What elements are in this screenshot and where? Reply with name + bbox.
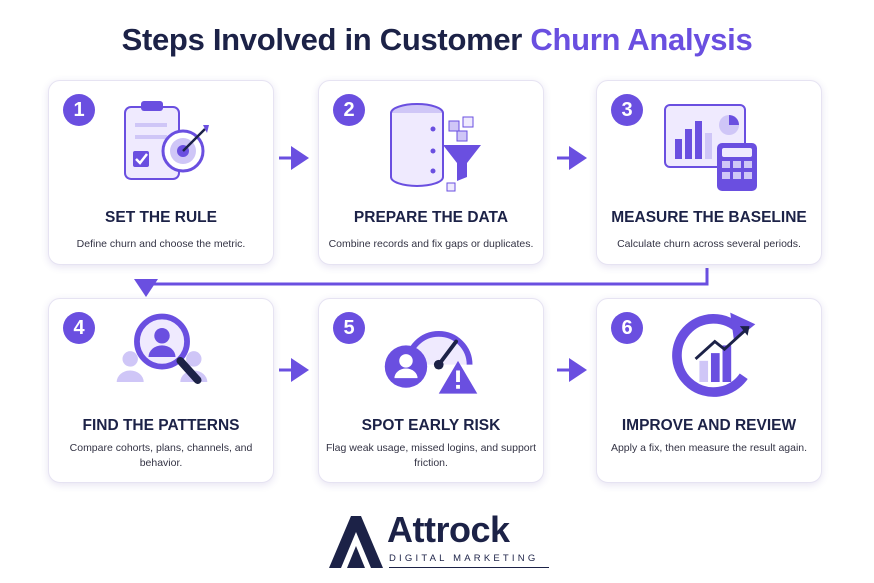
step-title: SPOT EARLY RISK bbox=[361, 417, 501, 434]
title-accent: Churn Analysis bbox=[530, 22, 753, 57]
step-description: Define churn and choose the metric. bbox=[76, 238, 246, 250]
step-number-badge: 6 bbox=[611, 312, 643, 344]
logo-tagline: DIGITAL MARKETING bbox=[389, 553, 539, 564]
step-card-3: 3 MEASURE THE BASELINE Calculate churn a… bbox=[596, 80, 822, 265]
step-card-1: 1 SET THE RULE Define churn and choose t… bbox=[48, 80, 274, 265]
logo-underline bbox=[389, 567, 549, 568]
step-number-badge: 2 bbox=[333, 94, 365, 126]
database-funnel-icon bbox=[390, 103, 481, 192]
step-card-6: 6 IMPROVE AND REVIEW Apply a fix, then m… bbox=[596, 298, 822, 483]
dashboard-calculator-icon bbox=[664, 104, 757, 191]
arrow-3-4 bbox=[134, 268, 709, 297]
checklist-target-icon bbox=[124, 101, 209, 180]
step-description: Compare cohorts, plans, channels, and be… bbox=[69, 442, 253, 469]
logo-wordmark: Attrock bbox=[387, 509, 510, 550]
step-number-badge: 3 bbox=[611, 94, 643, 126]
magnifier-users-icon bbox=[116, 313, 208, 384]
step-title: MEASURE THE BASELINE bbox=[611, 209, 807, 226]
brand-logo: Attrock DIGITAL MARKETING bbox=[325, 510, 555, 572]
step-title: IMPROVE AND REVIEW bbox=[621, 417, 797, 434]
step-title: PREPARE THE DATA bbox=[353, 209, 509, 226]
step-description: Flag weak usage, missed logins, and supp… bbox=[325, 442, 537, 469]
step-description: Calculate churn across several periods. bbox=[617, 238, 801, 250]
gauge-warning-icon bbox=[384, 331, 478, 394]
step-number-badge: 5 bbox=[333, 312, 365, 344]
step-number-badge: 1 bbox=[63, 94, 95, 126]
step-card-5: 5 SPOT EARLY RISK Flag weak usage, misse… bbox=[318, 298, 544, 483]
attrock-mark-icon bbox=[329, 516, 383, 568]
step-description: Apply a fix, then measure the result aga… bbox=[610, 442, 808, 454]
step-description: Combine records and fix gaps or duplicat… bbox=[328, 238, 534, 250]
step-title: FIND THE PATTERNS bbox=[82, 417, 240, 434]
step-card-4: 4 FIND THE PATTERNS Compare cohorts, pla… bbox=[48, 298, 274, 483]
page-title: Steps Involved in Customer Churn Analysi… bbox=[0, 22, 874, 58]
step-number-badge: 4 bbox=[63, 312, 95, 344]
cycle-growth-icon bbox=[672, 312, 756, 397]
step-title: SET THE RULE bbox=[105, 209, 217, 226]
title-main: Steps Involved in Customer bbox=[121, 22, 531, 57]
step-card-2: 2 PREPARE THE DATA Combine records and f… bbox=[318, 80, 544, 265]
